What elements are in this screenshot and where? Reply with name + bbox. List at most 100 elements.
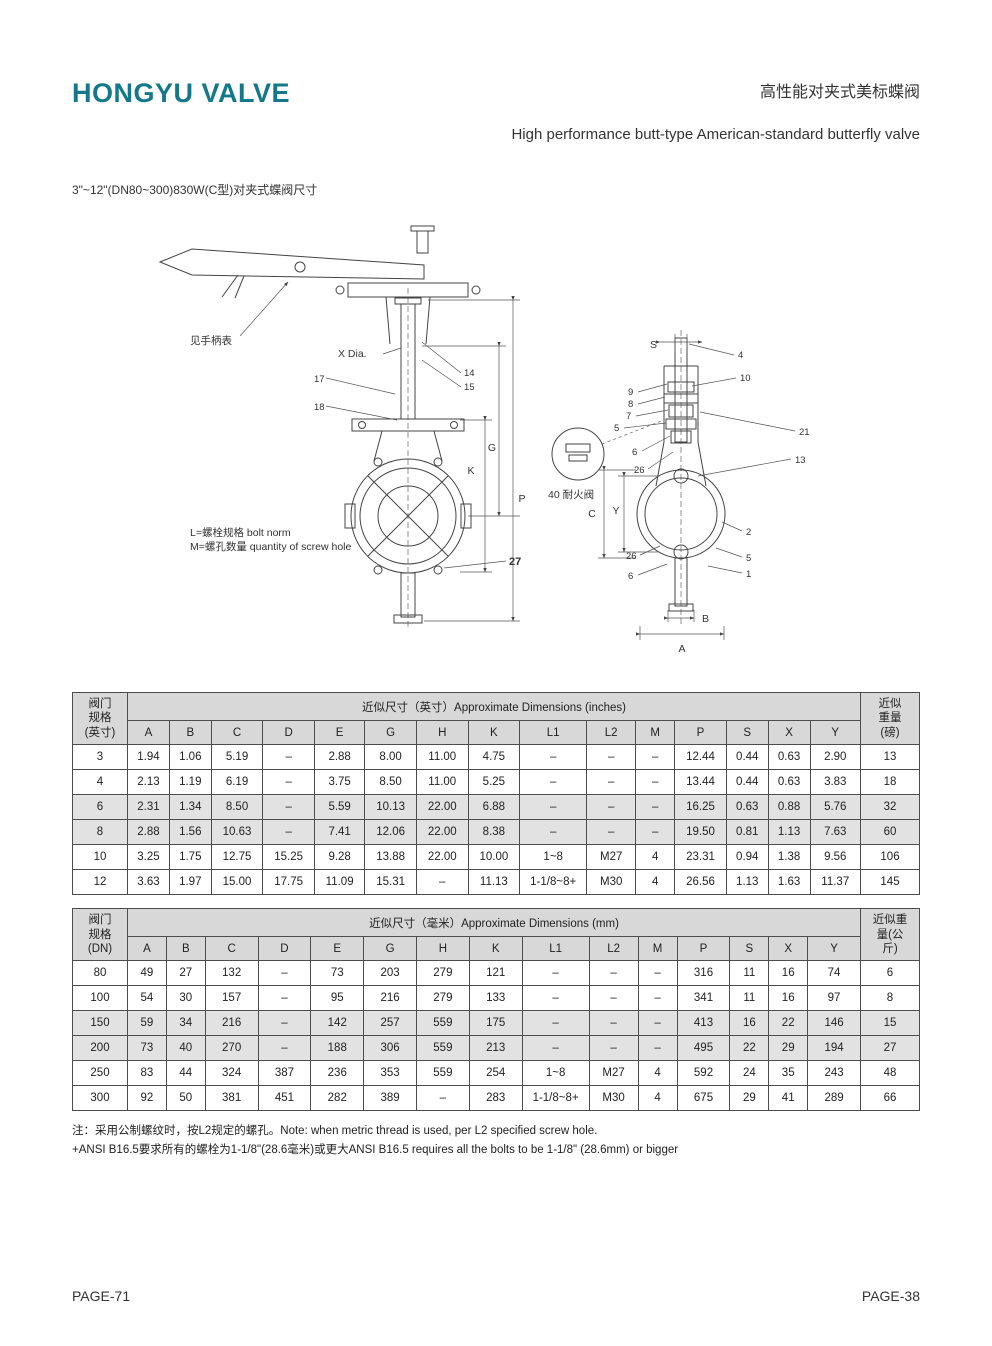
dim-column-header-y: Y [807, 936, 861, 962]
dim-k-label: K [467, 465, 474, 477]
dim-cell-m: – [637, 1010, 678, 1037]
callout-21-leader [699, 411, 796, 432]
dim-cell-k: 10.00 [467, 844, 521, 871]
dim-cell-e: 188 [310, 1035, 365, 1062]
dimension-lines [422, 295, 520, 622]
dim-cell-y: 289 [807, 1085, 861, 1112]
dim-cell-l2: M27 [586, 844, 637, 871]
callout-10-label: 10 [740, 373, 751, 384]
dim-cell-s: 0.63 [725, 794, 769, 821]
dim-cell-p: 413 [676, 1010, 731, 1037]
spec-cell: 80 [72, 960, 128, 987]
dim-cell-a: 59 [127, 1010, 167, 1037]
bolt-norm-legend: L=螺栓规格 bolt norm [190, 526, 291, 539]
spec-cell: 200 [72, 1035, 128, 1062]
table-header-row: 阀门 规格 (DN)近似尺寸（毫米）Approximate Dimensions… [72, 908, 920, 962]
callout-9-label: 9 [628, 387, 633, 398]
dim-g-label: G [488, 442, 496, 454]
dim-cell-d: – [257, 985, 312, 1012]
weight-column-header: 近似 重量 (磅) [860, 691, 920, 746]
page-header: HONGYU VALVE 高性能对夹式美标蝶阀 High performance… [72, 78, 920, 143]
dim-cell-s: 22 [729, 1035, 770, 1062]
dim-cell-x: 16 [768, 985, 809, 1012]
callout-5-top-label: 5 [614, 423, 619, 434]
dim-cell-a: 92 [127, 1085, 167, 1112]
dim-column-header-a: A [127, 720, 170, 746]
dim-cell-s: 16 [729, 1010, 770, 1037]
dim-p-label: P [518, 493, 525, 505]
dim-cell-a: 73 [127, 1035, 167, 1062]
dim-cell-h: 279 [415, 960, 470, 987]
dim-column-header-l2: L2 [586, 720, 637, 746]
dim-cell-l2: – [586, 819, 637, 846]
callout-15-leader [421, 359, 462, 388]
callout-21-label: 21 [799, 427, 810, 438]
dim-cell-s: 11 [729, 960, 770, 987]
dim-cell-y: 194 [807, 1035, 861, 1062]
callout-1-label: 1 [746, 569, 751, 580]
dim-cell-l1: 1-1/8~8+ [519, 869, 588, 896]
dim-cell-h: 559 [415, 1035, 470, 1062]
fire-safe-detail [551, 419, 665, 481]
dim-cell-s: 1.13 [725, 869, 769, 896]
dim-cell-x: 35 [768, 1060, 809, 1087]
dim-cell-e: 11.09 [313, 869, 366, 896]
dim-a-label: A [678, 643, 685, 655]
note-line: 注：采用公制螺纹时，按L2规定的螺孔。Note: when metric thr… [72, 1125, 598, 1138]
dim-cell-h: 559 [415, 1010, 470, 1037]
dim-cell-l2: – [588, 1010, 639, 1037]
dim-cell-l1: – [521, 985, 590, 1012]
dimensions-table-mm-container: 阀门 规格 (DN)近似尺寸（毫米）Approximate Dimensions… [72, 908, 920, 1112]
dim-cell-c: 324 [204, 1060, 259, 1087]
dim-cell-k: 11.13 [467, 869, 521, 896]
spec-cell: 10 [72, 844, 128, 871]
dim-cell-l1: 1-1/8~8+ [521, 1085, 590, 1112]
dim-column-header-k: K [467, 720, 521, 746]
dim-cell-m: – [635, 819, 676, 846]
dim-cell-k: 254 [468, 1060, 523, 1087]
brand-logo: HONGYU VALVE [72, 78, 291, 108]
dim-column-header-c: C [210, 720, 264, 746]
dim-cell-y: 74 [807, 960, 861, 987]
dim-cell-y: 243 [807, 1060, 861, 1087]
dim-cell-m: – [637, 985, 678, 1012]
disc-body-section [636, 468, 726, 612]
dim-cell-h: 22.00 [415, 844, 469, 871]
dim-c-label: C [588, 508, 596, 520]
dim-cell-b: 40 [165, 1035, 206, 1062]
dim-cell-p: 16.25 [674, 794, 727, 821]
dim-cell-d: – [262, 769, 315, 796]
dim-column-header-h: H [415, 936, 470, 962]
dim-cell-l2: – [586, 744, 637, 771]
dim-cell-l1: – [521, 960, 590, 987]
dim-column-header-p: P [676, 936, 731, 962]
dim-column-header-l1: L1 [519, 720, 588, 746]
dim-cell-k: 5.25 [467, 769, 521, 796]
dim-s-label: S [650, 339, 657, 351]
dimensions-table-mm: 阀门 规格 (DN)近似尺寸（毫米）Approximate Dimensions… [72, 908, 920, 1112]
dim-cell-a: 54 [127, 985, 167, 1012]
dim-column-header-h: H [415, 720, 469, 746]
dim-cell-c: 8.50 [210, 794, 264, 821]
dim-cell-y: 146 [807, 1010, 861, 1037]
page-number-left: PAGE-71 [72, 1288, 131, 1304]
dim-cell-c: 15.00 [210, 869, 264, 896]
dim-cell-a: 2.88 [127, 819, 170, 846]
spec-cell: 8 [72, 819, 128, 846]
dim-cell-e: 2.88 [313, 744, 366, 771]
callout-18-label: 18 [314, 402, 325, 413]
weight-cell: 145 [860, 869, 920, 896]
dim-cell-b: 1.06 [168, 744, 212, 771]
dim-cell-g: 10.13 [364, 794, 417, 821]
dim-cell-d: 451 [257, 1085, 312, 1112]
dim-cell-d: – [257, 1010, 312, 1037]
dim-column-header-b: B [168, 720, 212, 746]
dim-column-header-m: M [635, 720, 676, 746]
dim-cell-y: 7.63 [809, 819, 862, 846]
callout-2-leader [721, 521, 743, 532]
